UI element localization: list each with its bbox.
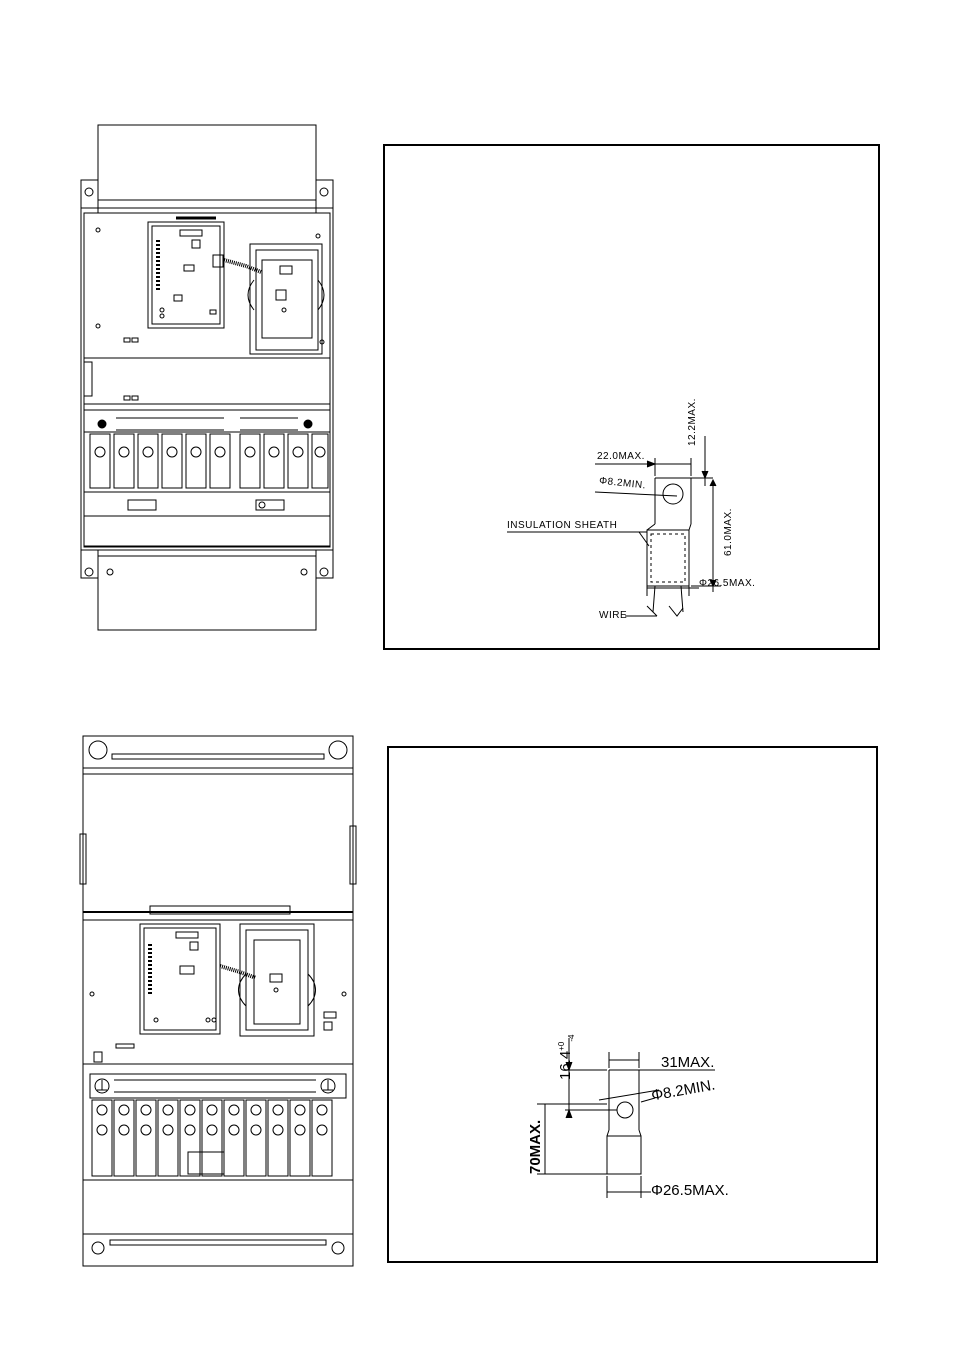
dim-sheath-dia-label: Φ26.5MAX.: [699, 578, 756, 589]
dim-height-value: 16.4: [557, 1050, 574, 1080]
terminal-lug-detail-bottom: 31MAX. 16.4+0-4 Φ8.2MIN. 70MAX. Φ26.5MAX…: [387, 746, 878, 1263]
dim-height-label: 16.4+0-4: [557, 1035, 576, 1080]
dim-width-label: 22.0MAX.: [597, 451, 645, 462]
dim-length-label: 61.0MAX.: [723, 508, 734, 556]
terminal-lug-detail-top: 22.0MAX. 12.2MAX. Φ8.2MIN. 61.0MAX. Φ26.…: [383, 144, 880, 650]
dim-length-label: 70MAX.: [527, 1119, 544, 1174]
dim-height-label: 12.2MAX.: [687, 398, 698, 446]
control-board-terminals: [156, 229, 217, 319]
lug-drawing-top: [507, 436, 721, 617]
power-terminals-bottom: [91, 1099, 333, 1177]
power-terminals: [89, 433, 329, 489]
wire-label: WIRE: [599, 610, 628, 621]
dim-tol-lower: -4: [567, 1034, 576, 1042]
drive-drawing-bottom: [79, 735, 357, 1267]
drive-drawing-top: [80, 124, 334, 631]
lug-drawing-bottom: [537, 1038, 715, 1198]
insulation-sheath-label: INSULATION SHEATH: [507, 520, 618, 531]
dim-width-label: 31MAX.: [661, 1054, 715, 1071]
dim-tol-upper: +0: [557, 1041, 566, 1051]
dim-sheath-dia-label: Φ26.5MAX.: [651, 1182, 729, 1199]
